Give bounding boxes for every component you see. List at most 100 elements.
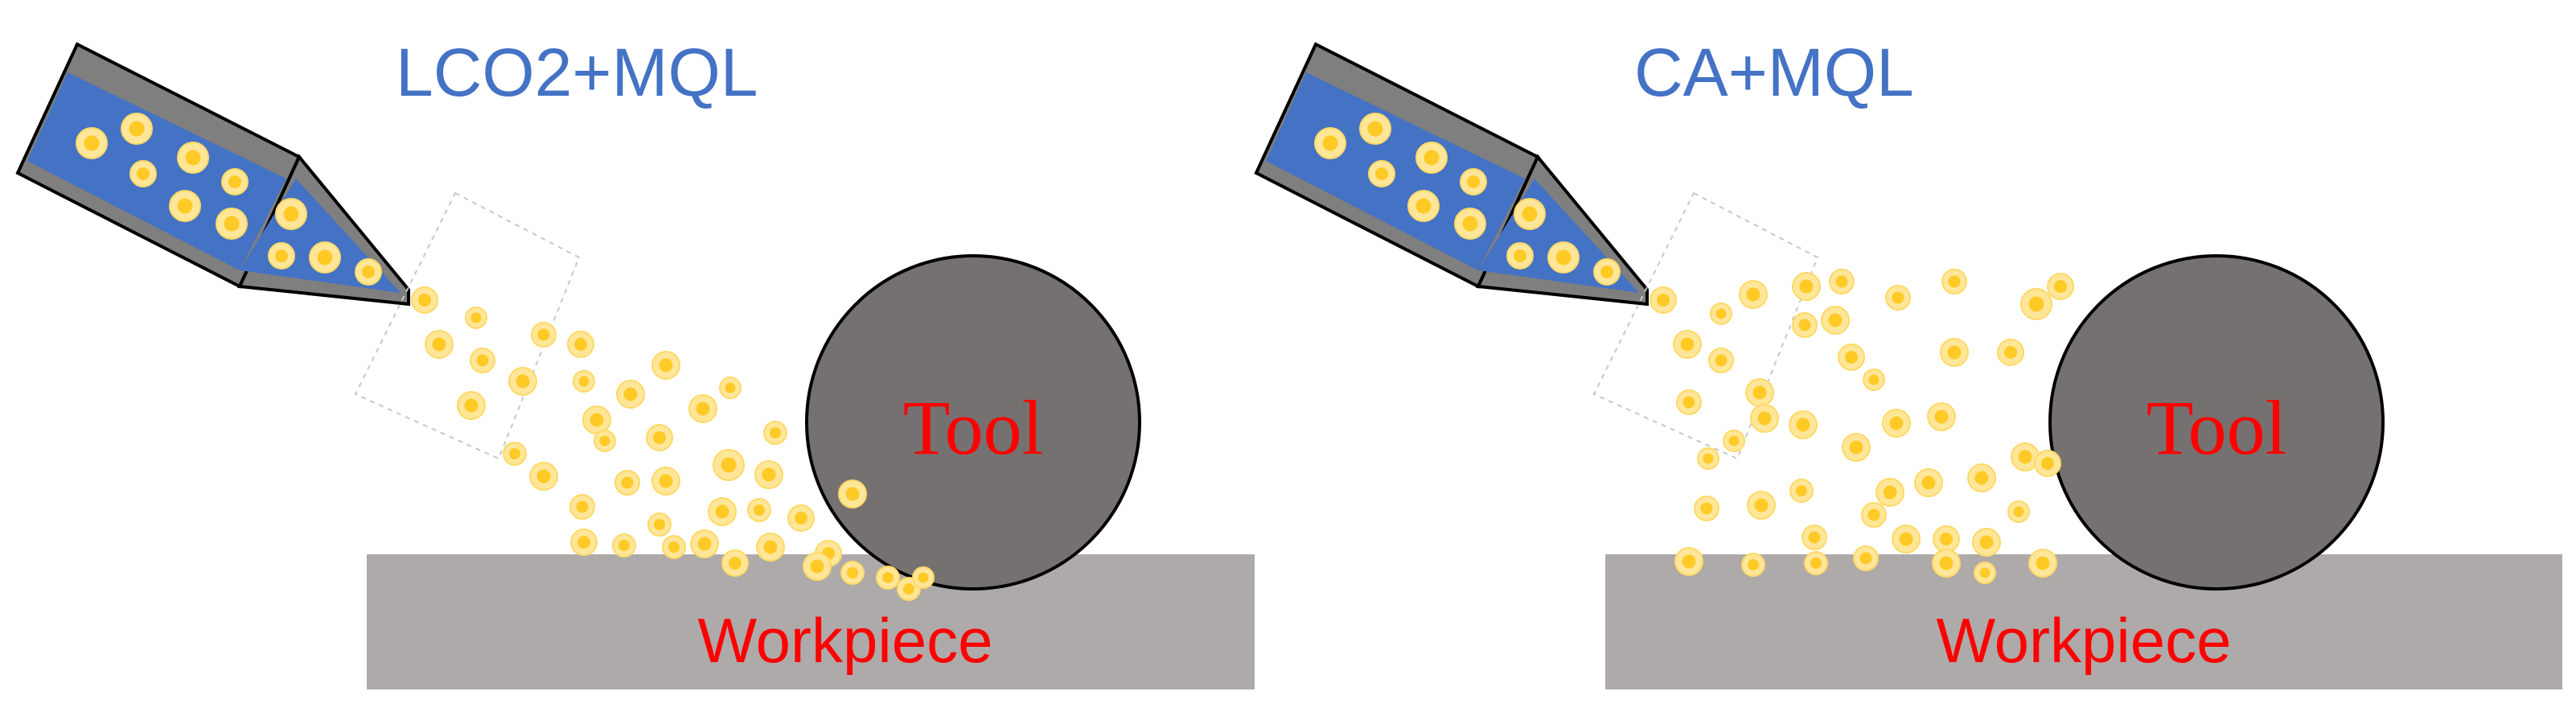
workpiece-label: Workpiece <box>1936 605 2232 676</box>
droplet-core <box>882 572 894 583</box>
droplet-core <box>137 167 150 180</box>
droplet-core <box>2004 346 2017 359</box>
droplet-core <box>1424 150 1440 166</box>
droplet-core <box>1752 385 1767 400</box>
spray-boundary <box>1592 191 1819 460</box>
droplet-core <box>1375 167 1388 180</box>
droplet-core <box>1892 291 1904 304</box>
droplet-core <box>2054 280 2067 293</box>
droplet-core <box>2028 296 2044 312</box>
droplet-core <box>578 376 590 387</box>
droplet-core <box>623 387 638 401</box>
droplet-core <box>697 537 712 551</box>
droplet-core <box>1322 135 1338 151</box>
droplet-core <box>574 338 587 351</box>
droplet-core <box>1883 485 1897 500</box>
droplet-core <box>1514 249 1526 262</box>
droplet-core <box>283 206 299 222</box>
panel-title: LCO2+MQL <box>396 35 758 110</box>
droplet-core <box>1939 556 1954 570</box>
droplet-core <box>763 540 778 554</box>
droplet-core <box>1921 475 1936 490</box>
droplet-core <box>1700 502 1713 515</box>
droplet-core <box>1728 435 1740 447</box>
droplet-core <box>1868 374 1880 385</box>
droplet-core <box>1715 354 1728 367</box>
droplet-core <box>729 557 742 570</box>
droplet-core <box>1757 411 1772 426</box>
droplet-core <box>754 504 765 516</box>
droplet-core <box>1828 313 1843 327</box>
droplet-core <box>1799 279 1814 294</box>
droplet-core <box>762 467 776 482</box>
droplet-core <box>1845 351 1858 364</box>
tool-icon <box>2048 254 2385 591</box>
droplet-core <box>1810 558 1822 569</box>
droplet-core <box>536 469 551 484</box>
droplet-core <box>903 583 914 595</box>
droplet-core <box>1555 249 1571 265</box>
droplet-core <box>185 150 201 166</box>
droplet-core <box>2013 506 2024 517</box>
droplet-core <box>1796 418 1810 432</box>
tool-label: Tool <box>902 385 1044 471</box>
droplet-core <box>576 500 589 513</box>
diagram-lco2-mql <box>15 42 1255 689</box>
droplet-core <box>516 374 530 389</box>
droplet-core <box>84 135 100 151</box>
droplet-core <box>1467 175 1480 188</box>
droplet-core <box>2041 457 2054 470</box>
droplet-core <box>224 216 240 232</box>
panel-lco2-mql: LCO2+MQL Tool Workpiece <box>0 0 1255 712</box>
droplet-core <box>177 198 193 214</box>
droplet-core <box>1748 559 1759 570</box>
droplet-core <box>1974 471 1989 485</box>
droplet-core <box>432 337 446 352</box>
droplet-core <box>470 312 482 323</box>
droplet-group <box>76 113 935 601</box>
droplet-core <box>362 265 375 278</box>
droplet-core <box>1934 410 1949 424</box>
droplet-core <box>1522 206 1538 222</box>
droplet-core <box>618 540 630 551</box>
droplet-core <box>1979 535 1994 549</box>
droplet-core <box>721 457 737 473</box>
droplet-core <box>590 413 604 427</box>
droplet-core <box>1682 396 1695 409</box>
droplet-core <box>1682 554 1696 569</box>
droplet-group <box>1314 113 2074 584</box>
droplet-core <box>275 249 288 262</box>
droplet-core <box>1754 498 1769 512</box>
workpiece-label: Workpiece <box>697 605 993 676</box>
droplet-core <box>1947 345 1962 360</box>
droplet-core <box>659 474 673 488</box>
droplet-core <box>845 487 860 501</box>
droplet-core <box>654 519 665 530</box>
droplet-core <box>668 541 680 553</box>
droplet-core <box>1462 216 1478 232</box>
droplet-core <box>577 536 590 549</box>
droplet-core <box>1849 440 1863 455</box>
droplet-core <box>1940 533 1953 545</box>
droplet-core <box>621 476 634 489</box>
droplet-core <box>1899 532 1913 546</box>
panel-ca-mql: CA+MQL Tool Workpiece <box>1239 0 2562 712</box>
droplet-core <box>795 512 807 525</box>
tool-icon <box>805 254 1141 591</box>
droplet-core <box>715 504 729 519</box>
droplet-core <box>418 294 431 307</box>
droplet-core <box>599 435 610 447</box>
droplet-core <box>1600 265 1613 278</box>
droplet-core <box>509 448 520 459</box>
droplet-core <box>1979 567 1991 578</box>
nozzle-icon <box>15 42 410 307</box>
droplet-core <box>696 401 710 416</box>
droplet-core <box>847 567 858 578</box>
droplet-core <box>1367 121 1383 137</box>
droplet-core <box>653 431 666 444</box>
droplet-core <box>1657 294 1670 307</box>
droplet-core <box>228 175 241 188</box>
droplet-core <box>725 382 736 393</box>
droplet-core <box>1808 531 1821 544</box>
droplet-core <box>2036 556 2050 570</box>
